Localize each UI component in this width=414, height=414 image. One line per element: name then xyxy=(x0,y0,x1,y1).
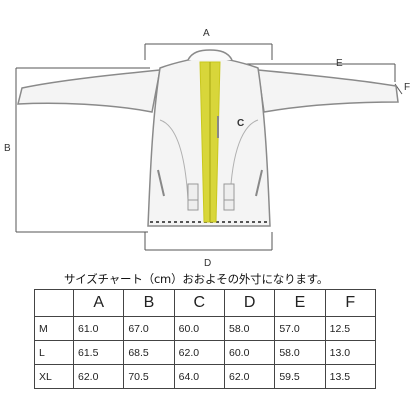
table-cell: 12.5 xyxy=(324,316,377,341)
table-cell: 62.0 xyxy=(173,340,225,365)
table-header-cell: E xyxy=(274,289,326,317)
table-row: L 61.5 68.5 62.0 60.0 58.0 13.0 xyxy=(34,340,377,365)
table-row: M 61.0 67.0 60.0 58.0 57.0 12.5 xyxy=(34,316,377,341)
table-header-cell: B xyxy=(123,289,175,317)
size-name-cell: M xyxy=(34,316,74,341)
jacket-diagram: A B C D E F xyxy=(4,28,411,269)
table-header-cell: F xyxy=(324,289,377,317)
jacket-illustration xyxy=(15,43,403,251)
table-cell: 70.5 xyxy=(123,364,175,389)
table-header-cell: A xyxy=(72,289,125,317)
table-cell: 64.0 xyxy=(173,364,225,389)
size-table: A B C D E F M 61.0 67.0 60.0 58.0 57.0 1… xyxy=(34,289,377,389)
table-cell: 58.0 xyxy=(274,340,326,365)
label-f: F xyxy=(404,82,411,93)
table-cell: 67.0 xyxy=(123,316,175,341)
label-c: C xyxy=(237,118,245,129)
device-pockets xyxy=(187,183,235,211)
table-cell: 58.0 xyxy=(223,316,276,341)
size-chart-caption: サイズチャート（cm）おおよその外寸になります。 xyxy=(64,272,329,286)
table-header-cell: D xyxy=(223,289,276,317)
table-cell: 68.5 xyxy=(123,340,175,365)
table-cell: 13.0 xyxy=(324,340,377,365)
table-cell: 60.0 xyxy=(173,316,225,341)
table-cell: 60.0 xyxy=(223,340,276,365)
table-cell: 61.5 xyxy=(72,340,125,365)
size-name-cell: L xyxy=(34,340,74,365)
table-header-cell: C xyxy=(173,289,225,317)
zipper xyxy=(199,61,221,223)
table-row: XL 62.0 70.5 64.0 62.0 59.5 13.5 xyxy=(34,364,377,389)
label-a: A xyxy=(203,28,210,39)
table-header-row: A B C D E F xyxy=(34,289,377,317)
label-d: D xyxy=(204,258,212,269)
table-cell: 62.0 xyxy=(223,364,276,389)
table-cell: 61.0 xyxy=(72,316,125,341)
table-cell: 59.5 xyxy=(274,364,326,389)
table-cell: 57.0 xyxy=(274,316,326,341)
size-name-cell: XL xyxy=(34,364,74,389)
table-cell: 13.5 xyxy=(324,364,377,389)
label-e: E xyxy=(336,58,343,69)
pocket-zippers xyxy=(157,116,263,197)
label-b: B xyxy=(4,143,11,154)
table-cell: 62.0 xyxy=(72,364,125,389)
table-header-cell xyxy=(34,289,74,317)
